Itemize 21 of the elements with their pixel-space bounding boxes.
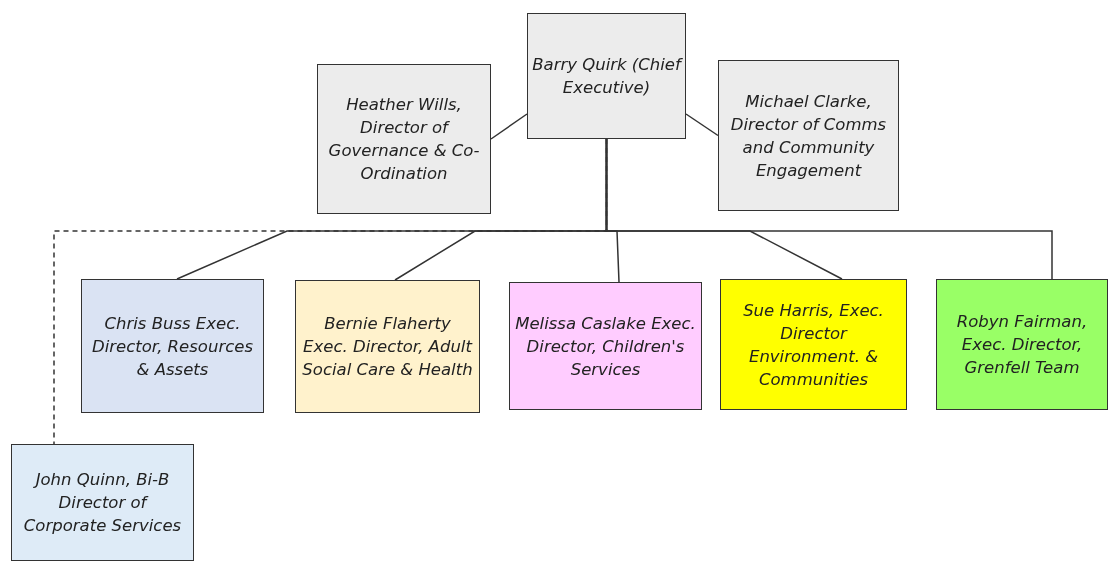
connector-line xyxy=(53,138,608,445)
person-label: Heather Wills, Director of Governance & Co-Ordination xyxy=(327,94,481,185)
person-box xyxy=(509,282,702,410)
person-box xyxy=(11,444,194,561)
person-label: Barry Quirk (Chief Executive) xyxy=(532,54,681,99)
person-box xyxy=(527,13,686,139)
person-label: John Quinn, Bi-B Director of Corporate Services xyxy=(22,469,183,537)
person-box xyxy=(317,64,491,214)
person-label: Robyn Fairman, Exec. Director, Grenfell Team xyxy=(955,311,1089,379)
person-box xyxy=(295,280,480,413)
person-label: Chris Buss Exec. Director, Resources & Assets xyxy=(91,312,254,381)
person-box xyxy=(718,60,899,211)
person-box xyxy=(936,279,1108,410)
person-label: Sue Harris, Exec. Director Environment. & Communities xyxy=(742,299,885,391)
person-label: Bernie Flaherty Exec. Director, Adult Social Care & Health xyxy=(301,313,474,381)
connector-line xyxy=(490,113,528,140)
person-box xyxy=(81,279,264,413)
person-label: Melissa Caslake Exec. Director, Children's Services xyxy=(514,312,697,381)
person-label: Michael Clarke, Director of Comms and Community Engagement xyxy=(729,90,888,182)
person-box xyxy=(720,279,907,410)
connector-line xyxy=(685,113,719,137)
